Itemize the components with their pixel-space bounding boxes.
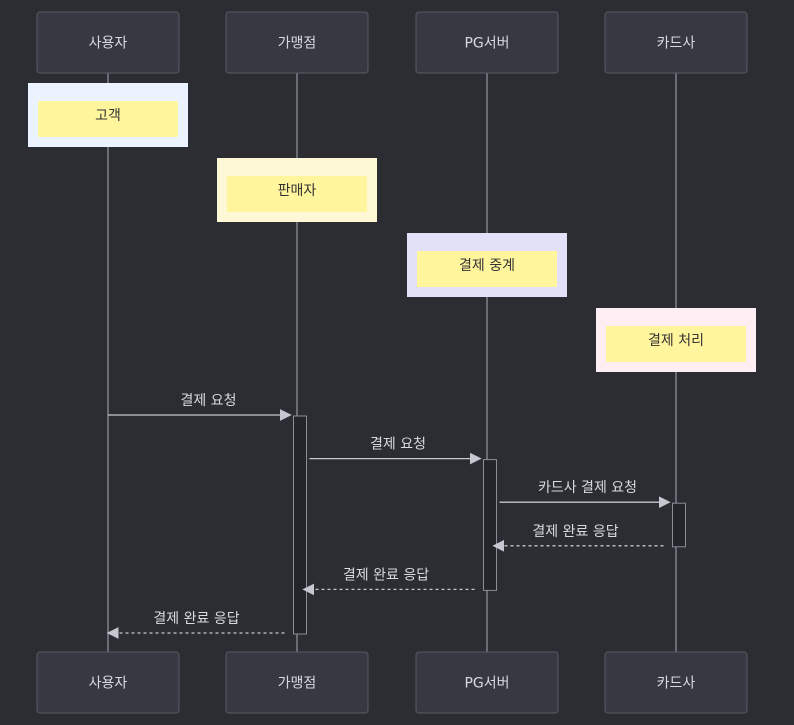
actor-box <box>225 651 369 714</box>
actor-label: PG서버 <box>464 676 509 692</box>
note-inner-box <box>606 326 746 362</box>
actor-top-pg: PG서버 <box>415 11 559 74</box>
note-label: 결제 중계 <box>459 258 515 274</box>
message-1: 결제 요청 <box>108 393 292 421</box>
actor-box <box>225 11 369 74</box>
message-6: 결제 완료 응답 <box>106 611 285 639</box>
message-2: 결제 요청 <box>309 437 482 465</box>
actor-label: 사용자 <box>89 676 128 692</box>
activation-bar-card <box>672 502 686 548</box>
actor-bottom-card: 카드사 <box>604 651 748 714</box>
note-label: 고객 <box>95 108 121 124</box>
message-label: 결제 완료 응답 <box>153 611 239 627</box>
actor-bottom-merchant: 가맹점 <box>225 651 369 714</box>
actor-bottom-user: 사용자 <box>36 651 180 714</box>
note-label: 판매자 <box>278 183 317 199</box>
actor-label: 가맹점 <box>278 36 317 52</box>
message-label: 결제 요청 <box>181 393 237 409</box>
actor-box <box>415 651 559 714</box>
note-label: 결제 처리 <box>648 333 704 349</box>
actor-top-user: 사용자 <box>36 11 180 74</box>
message-5: 결제 완료 응답 <box>302 567 475 596</box>
note-pg: 결제 중계 <box>407 233 567 297</box>
actor-label: PG서버 <box>464 36 509 52</box>
actor-box <box>604 651 748 714</box>
message-label: 결제 완료 응답 <box>343 567 429 583</box>
message-3: 카드사 결제 요청 <box>499 480 671 509</box>
activation-bar-pg <box>483 459 497 591</box>
activation-bar-merchant <box>293 415 307 635</box>
message-label: 결제 완료 응답 <box>532 524 618 540</box>
actor-box <box>36 651 180 714</box>
note-inner-box <box>227 176 367 212</box>
note-card: 결제 처리 <box>596 308 756 372</box>
note-inner-box <box>38 101 178 137</box>
actor-top-card: 카드사 <box>604 11 748 74</box>
message-label: 결제 요청 <box>370 437 426 453</box>
actor-label: 카드사 <box>657 36 696 52</box>
actor-label: 카드사 <box>657 676 696 692</box>
actor-box <box>415 11 559 74</box>
actor-label: 가맹점 <box>278 676 317 692</box>
actor-label: 사용자 <box>89 36 128 52</box>
actor-bottom-pg: PG서버 <box>415 651 559 714</box>
note-user: 고객 <box>28 83 188 147</box>
message-label: 카드사 결제 요청 <box>538 480 637 496</box>
message-4: 결제 완료 응답 <box>492 524 664 552</box>
note-merchant: 판매자 <box>217 158 377 222</box>
note-inner-box <box>417 251 557 287</box>
actor-box <box>36 11 180 74</box>
actor-top-merchant: 가맹점 <box>225 11 369 74</box>
actor-box <box>604 11 748 74</box>
